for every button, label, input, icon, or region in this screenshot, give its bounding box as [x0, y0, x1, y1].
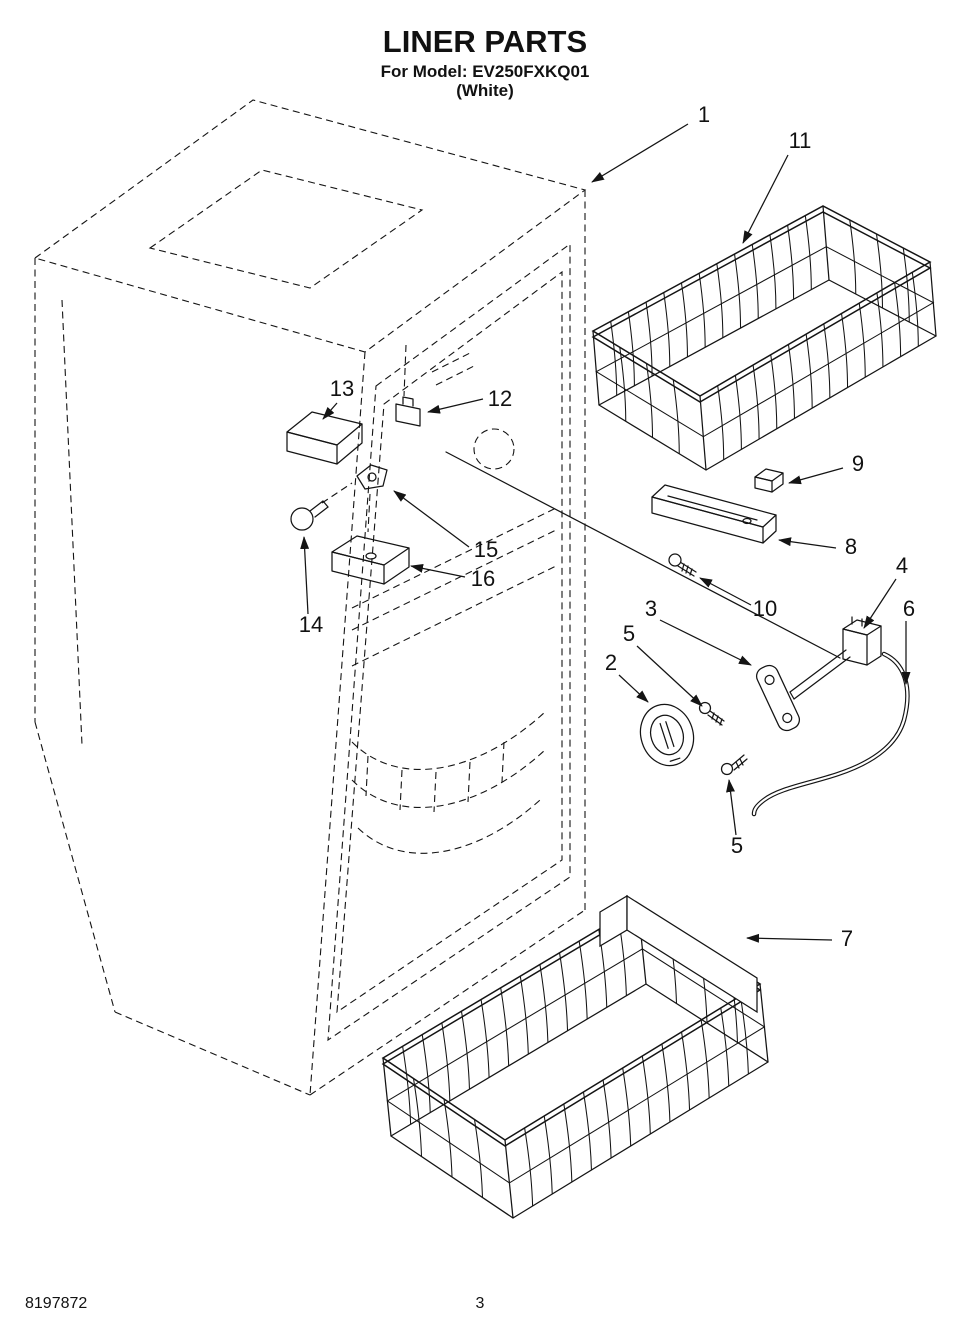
- callout-12: 12: [488, 386, 512, 411]
- callout-7: 7: [841, 926, 853, 951]
- model-line: For Model: EV250FXKQ01: [381, 62, 590, 81]
- callout-1: 1: [698, 102, 710, 127]
- callout-labels: 1 11 13 12 9 8 15 16 10 3 4 6 5 2 14 5 7: [299, 102, 915, 951]
- footer: 8197872 3: [25, 1295, 485, 1312]
- document-number: 8197872: [25, 1295, 87, 1312]
- line-art: [33, 99, 937, 1219]
- callout-5-lower: 5: [731, 833, 743, 858]
- callout-4: 4: [896, 553, 908, 578]
- callout-3: 3: [645, 596, 657, 621]
- callout-13: 13: [330, 376, 354, 401]
- color-line: (White): [456, 81, 514, 100]
- page-title: LINER PARTS: [383, 24, 587, 59]
- page-number: 3: [476, 1295, 485, 1312]
- title-block: LINER PARTS For Model: EV250FXKQ01 (Whit…: [381, 24, 590, 100]
- callout-14: 14: [299, 612, 323, 637]
- callout-9: 9: [852, 451, 864, 476]
- callout-8: 8: [845, 534, 857, 559]
- callout-5-upper: 5: [623, 621, 635, 646]
- callout-11: 11: [789, 128, 812, 153]
- callout-6: 6: [903, 596, 915, 621]
- callout-16: 16: [471, 566, 495, 591]
- callout-15: 15: [474, 537, 498, 562]
- callout-2: 2: [605, 650, 617, 675]
- callout-10: 10: [753, 596, 777, 621]
